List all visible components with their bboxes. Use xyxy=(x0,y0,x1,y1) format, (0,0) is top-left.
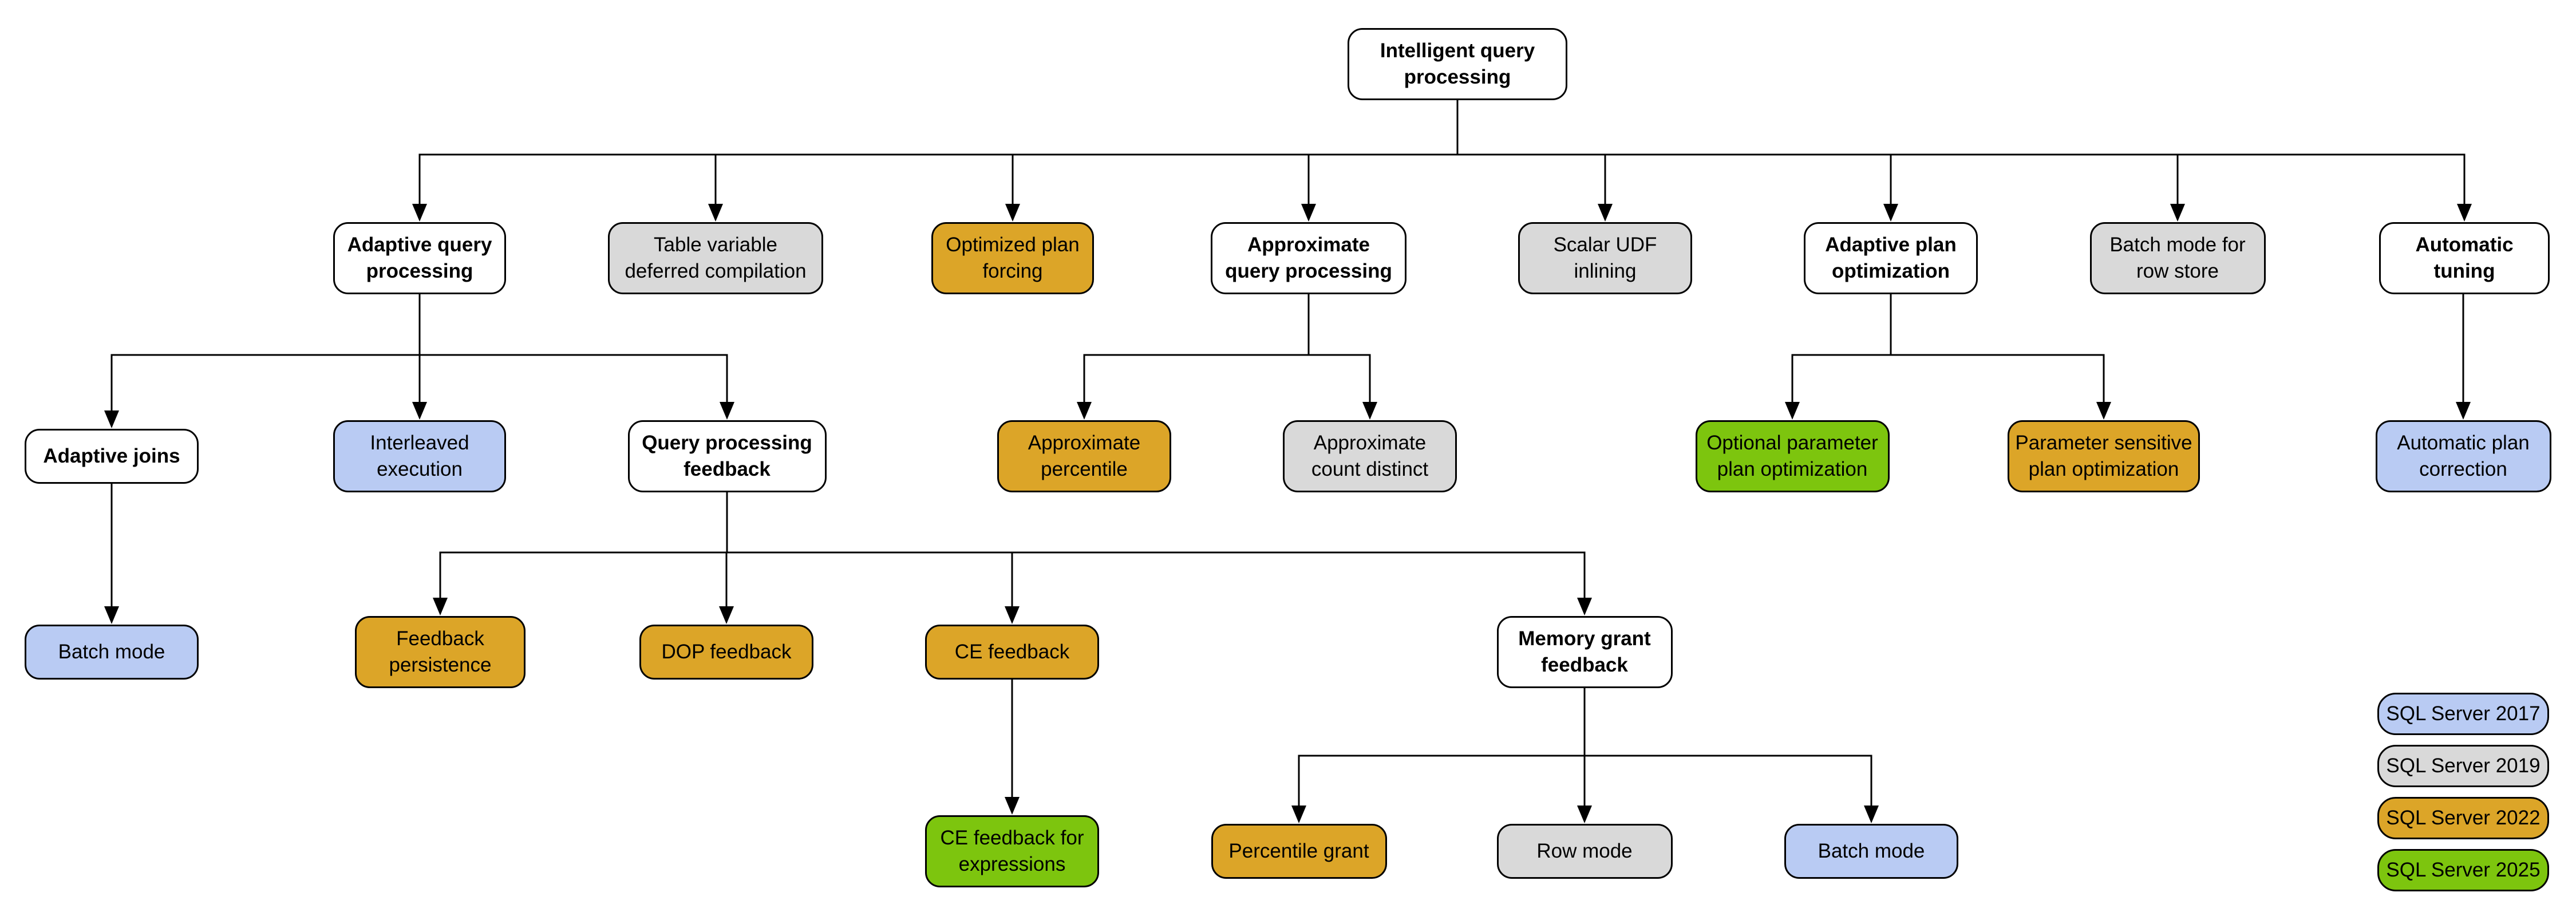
node-opf: Optimized plan forcing xyxy=(931,222,1094,294)
node-at: Automatic tuning xyxy=(2379,222,2550,294)
arrowhead xyxy=(1005,797,1020,815)
node-label: Optimized plan forcing xyxy=(946,234,1080,282)
node-ie: Interleaved execution xyxy=(333,420,506,492)
legend-label: SQL Server 2019 xyxy=(2386,755,2541,777)
node-label: Batch mode xyxy=(58,641,165,663)
node-label: DOP feedback xyxy=(661,641,792,663)
node-label: Interleaved execution xyxy=(370,432,469,480)
node-label: Adaptive joins xyxy=(43,445,180,467)
node-label: Approximate count distinct xyxy=(1311,432,1429,480)
arrowhead xyxy=(433,598,448,615)
node-label: Parameter sensitive plan optimization xyxy=(2015,432,2192,480)
node-label: CE feedback xyxy=(954,641,1070,663)
node-label: Scalar UDF inlining xyxy=(1553,234,1657,282)
legend-item-sql2025: SQL Server 2025 xyxy=(2377,849,2549,891)
arrowhead xyxy=(412,402,427,420)
legend-label: SQL Server 2017 xyxy=(2386,702,2541,725)
arrowhead xyxy=(1077,402,1092,420)
arrowhead xyxy=(1005,606,1020,624)
legend-label: SQL Server 2025 xyxy=(2386,859,2541,881)
node-label: Approximate query processing xyxy=(1225,234,1392,282)
node-acd: Approximate count distinct xyxy=(1283,420,1457,492)
arrowhead xyxy=(2096,402,2111,420)
node-label: Row mode xyxy=(1536,840,1633,862)
arrowhead xyxy=(412,204,427,222)
node-bm2: Batch mode xyxy=(1784,824,1958,879)
node-label: Adaptive query processing xyxy=(347,234,492,282)
node-apc: Automatic plan correction xyxy=(2375,420,2551,492)
node-label: Optional parameter plan optimization xyxy=(1706,432,1878,480)
legend-item-sql2019: SQL Server 2019 xyxy=(2377,745,2549,787)
arrowhead xyxy=(720,402,734,420)
node-label: Feedback persistence xyxy=(389,627,492,676)
node-cef: CE feedback xyxy=(925,625,1099,680)
node-qpf: Query processing feedback xyxy=(627,420,827,492)
arrowhead xyxy=(2457,204,2472,222)
arrowhead xyxy=(1883,204,1898,222)
node-mgf: Memory grant feedback xyxy=(1496,616,1673,688)
node-ap: Approximate percentile xyxy=(997,420,1171,492)
arrowhead xyxy=(1005,204,1020,222)
node-cefe: CE feedback for expressions xyxy=(925,815,1099,887)
node-label: Adaptive plan optimization xyxy=(1825,234,1957,282)
node-aqp: Adaptive query processing xyxy=(333,222,506,294)
node-pg: Percentile grant xyxy=(1211,824,1387,879)
node-label: CE feedback for expressions xyxy=(940,827,1084,875)
node-pspo: Parameter sensitive plan optimization xyxy=(2008,420,2200,492)
node-bmrs: Batch mode for row store xyxy=(2089,222,2266,294)
node-rm: Row mode xyxy=(1496,824,1673,879)
arrowhead xyxy=(1598,204,1613,222)
node-label: Approximate percentile xyxy=(1028,432,1141,480)
node-label: Percentile grant xyxy=(1228,840,1369,862)
node-apo: Adaptive plan optimization xyxy=(1804,222,1978,294)
arrowhead xyxy=(1291,806,1306,823)
node-dop: DOP feedback xyxy=(639,625,813,680)
node-oppo: Optional parameter plan optimization xyxy=(1695,420,1890,492)
node-bm1: Batch mode xyxy=(25,625,199,680)
node-label: Query processing feedback xyxy=(642,432,812,480)
arrowhead xyxy=(1577,598,1592,615)
legend-item-sql2022: SQL Server 2022 xyxy=(2377,797,2549,839)
arrowhead xyxy=(1301,204,1316,222)
arrowhead xyxy=(1864,806,1879,823)
arrowhead xyxy=(1362,402,1377,420)
node-iqp: Intelligent query processing xyxy=(1348,28,1567,100)
arrowhead xyxy=(2170,204,2185,222)
node-label: Intelligent query processing xyxy=(1380,40,1535,88)
legend-item-sql2017: SQL Server 2017 xyxy=(2377,693,2549,735)
node-aj: Adaptive joins xyxy=(25,429,199,484)
node-sudf: Scalar UDF inlining xyxy=(1518,222,1692,294)
node-label: Automatic tuning xyxy=(2415,234,2514,282)
arrowhead xyxy=(708,204,723,222)
legend-label: SQL Server 2022 xyxy=(2386,807,2541,829)
arrowhead xyxy=(104,606,119,624)
node-label: Memory grant feedback xyxy=(1518,627,1651,676)
arrowhead xyxy=(2456,402,2471,420)
node-label: Automatic plan correction xyxy=(2397,432,2530,480)
arrowhead xyxy=(719,606,734,624)
node-tvdc: Table variable deferred compilation xyxy=(608,222,823,294)
node-label: Batch mode for row store xyxy=(2109,234,2246,282)
node-label: Table variable deferred compilation xyxy=(625,234,807,282)
arrowhead xyxy=(1785,402,1800,420)
arrowhead xyxy=(104,410,119,428)
node-label: Batch mode xyxy=(1818,840,1925,862)
node-fp: Feedback persistence xyxy=(355,616,526,688)
arrowhead xyxy=(1577,806,1592,823)
node-axqp: Approximate query processing xyxy=(1211,222,1406,294)
